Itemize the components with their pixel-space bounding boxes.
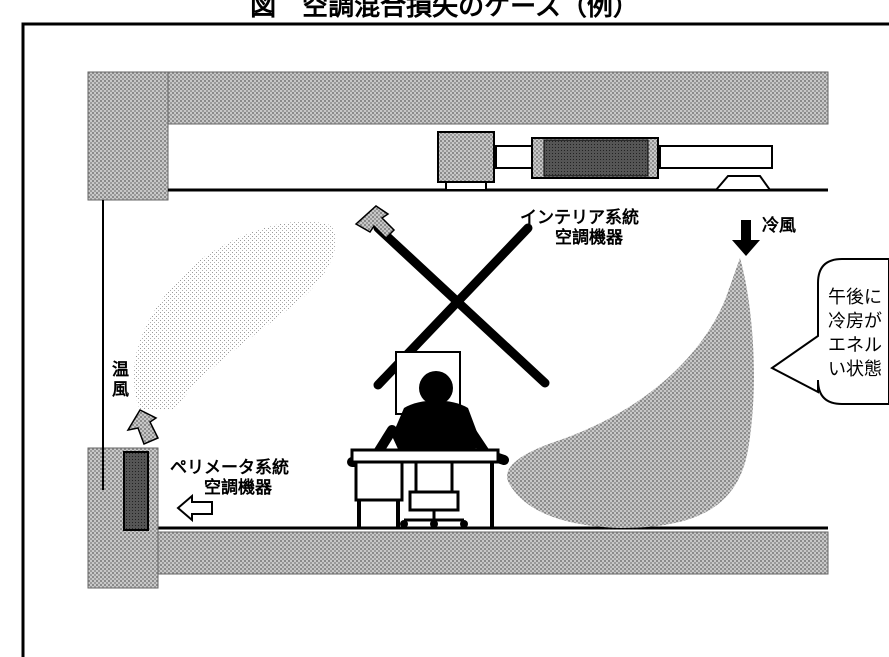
perimeter-system-label-line2: 空調機器 xyxy=(204,478,272,498)
warm-air-plume xyxy=(133,221,336,410)
callout-line-2: 冷房が xyxy=(828,311,882,332)
floor-slab xyxy=(87,447,829,589)
warm-air-label-2: 風 xyxy=(112,380,129,400)
warm-air-arrow xyxy=(126,409,160,445)
cold-air-label: 冷風 xyxy=(762,216,796,236)
interior-system-label-line2: 空調機器 xyxy=(555,228,623,248)
office-chair xyxy=(400,460,468,528)
callout-bubble xyxy=(770,258,889,405)
callout-line-1: 午後に xyxy=(828,287,882,308)
warm-air-label-1: 温 xyxy=(112,360,129,380)
figure-title: 図 空調混合損失のケース（例） xyxy=(250,0,639,22)
callout-line-4: い状態 xyxy=(828,359,882,380)
perimeter-unit xyxy=(123,451,149,531)
outflow-arrow xyxy=(176,493,213,523)
up-left-arrow xyxy=(354,205,396,240)
cold-air-arrow xyxy=(732,220,760,256)
callout-line-3: エネル xyxy=(828,335,882,356)
interior-system-label-line1: インテリア系統 xyxy=(520,208,639,228)
figure-frame xyxy=(21,22,889,657)
cold-air-plume xyxy=(507,258,754,528)
perimeter-system-label-line1: ペリメータ系統 xyxy=(170,458,289,478)
interior-ahu xyxy=(437,131,773,191)
desk xyxy=(350,448,500,528)
ceiling-slab xyxy=(87,71,829,201)
